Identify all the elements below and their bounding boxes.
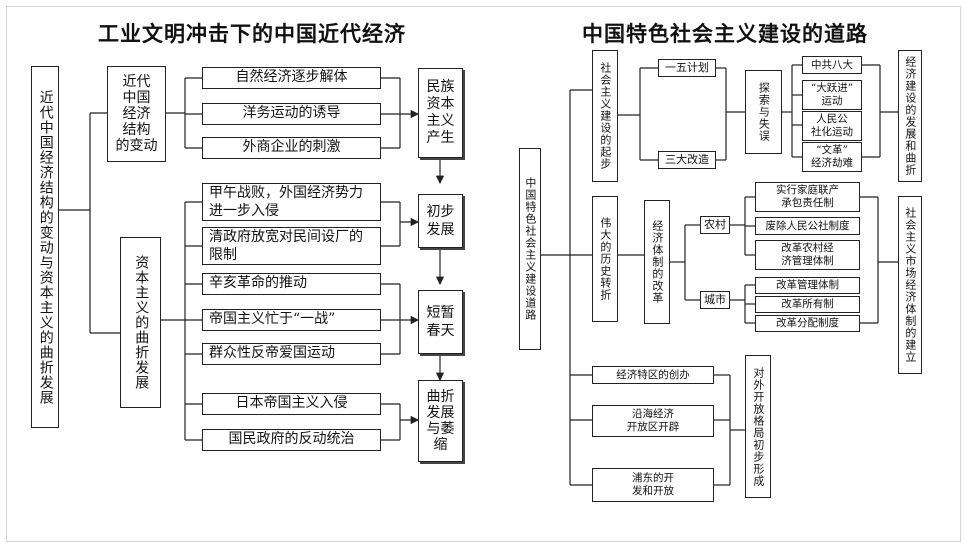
right-root-topic: 中国特色社会主义建设道路 (519, 148, 541, 350)
exploration-and-mistakes: 探索与失误 (745, 70, 782, 154)
cause-1911-revolution: 辛亥革命的推动 (202, 273, 381, 295)
cause-nationalist-rule: 国民政府的反动统治 (202, 429, 381, 451)
cultural-revolution-disaster: “文革” 经济劫难 (802, 142, 862, 172)
cause-world-war-one: 帝国主义忙于“一战” (202, 309, 381, 331)
great-historic-turning-point: 伟大的历史转折 (592, 196, 618, 322)
first-five-year-plan: 一五计划 (658, 59, 716, 77)
left-title: 工业文明冲击下的中国近代经济 (98, 21, 406, 46)
branch-economic-structure: 近代 中国 经济 结构 的变动 (107, 66, 166, 162)
opening-up-pattern: 对外开放格局初步形成 (745, 355, 771, 498)
stage-birth: 民族 资本 主义 产生 (418, 68, 463, 158)
urban-reform: 城市 (700, 291, 730, 309)
eighth-party-congress: 中共八大 (802, 56, 862, 74)
right-title: 中国特色社会主义建设的道路 (582, 21, 868, 46)
peoples-commune-movement: 人民公 社化运动 (802, 111, 862, 141)
special-economic-zones: 经济特区的创办 (592, 366, 714, 384)
cause-patriotic-movement: 群众性反帝爱国运动 (202, 343, 381, 365)
stage-decline: 曲折 发展 与萎 缩 (418, 380, 463, 462)
cause-sino-japanese-war: 甲午战败，外国经济势力 进一步入侵 (202, 183, 381, 221)
socialist-market-economy: 社会主义市场经济体制的建立 (898, 196, 922, 374)
abolish-peoples-communes: 废除人民公社制度 (755, 217, 860, 235)
cause-natural-economy: 自然经济逐步解体 (202, 67, 381, 89)
stage-early-development: 初步 发展 (418, 194, 463, 248)
coastal-open-areas: 沿海经济 开放区开辟 (592, 405, 714, 437)
left-root-topic: 近代中国经济结构的变动与资本主义的曲折发展 (31, 66, 59, 428)
stage-brief-spring: 短暂 春天 (418, 290, 463, 354)
economic-development-twists: 经济建设的发展和曲折 (898, 50, 922, 182)
pudong-development: 浦东的开 发和开放 (592, 468, 714, 502)
economic-system-reform: 经济体制的改革 (644, 200, 670, 324)
reform-management-system: 改革管理体制 (755, 277, 860, 294)
branch-capitalism-development: 资本主义的曲折发展 (120, 237, 161, 408)
great-leap-forward: “大跃进” 运动 (802, 80, 862, 110)
reform-distribution-system: 改革分配制度 (755, 315, 860, 332)
cause-foreign-enterprise: 外商企业的刺激 (202, 137, 381, 159)
cause-westernization: 洋务运动的诱导 (202, 103, 381, 125)
reform-ownership-system: 改革所有制 (755, 296, 860, 313)
cause-japanese-invasion: 日本帝国主义入侵 (202, 393, 381, 415)
reform-rural-management: 改革农村经 济管理体制 (755, 240, 860, 270)
household-responsibility-system: 实行家庭联产 承包责任制 (755, 182, 860, 212)
rural-reform: 农村 (700, 216, 730, 234)
three-major-transformations: 三大改造 (658, 151, 716, 169)
socialism-construction-start: 社会主义建设的起步 (592, 50, 618, 182)
page-frame (6, 6, 961, 542)
cause-relaxed-restrictions: 清政府放宽对民间设厂的 限制 (202, 227, 381, 265)
